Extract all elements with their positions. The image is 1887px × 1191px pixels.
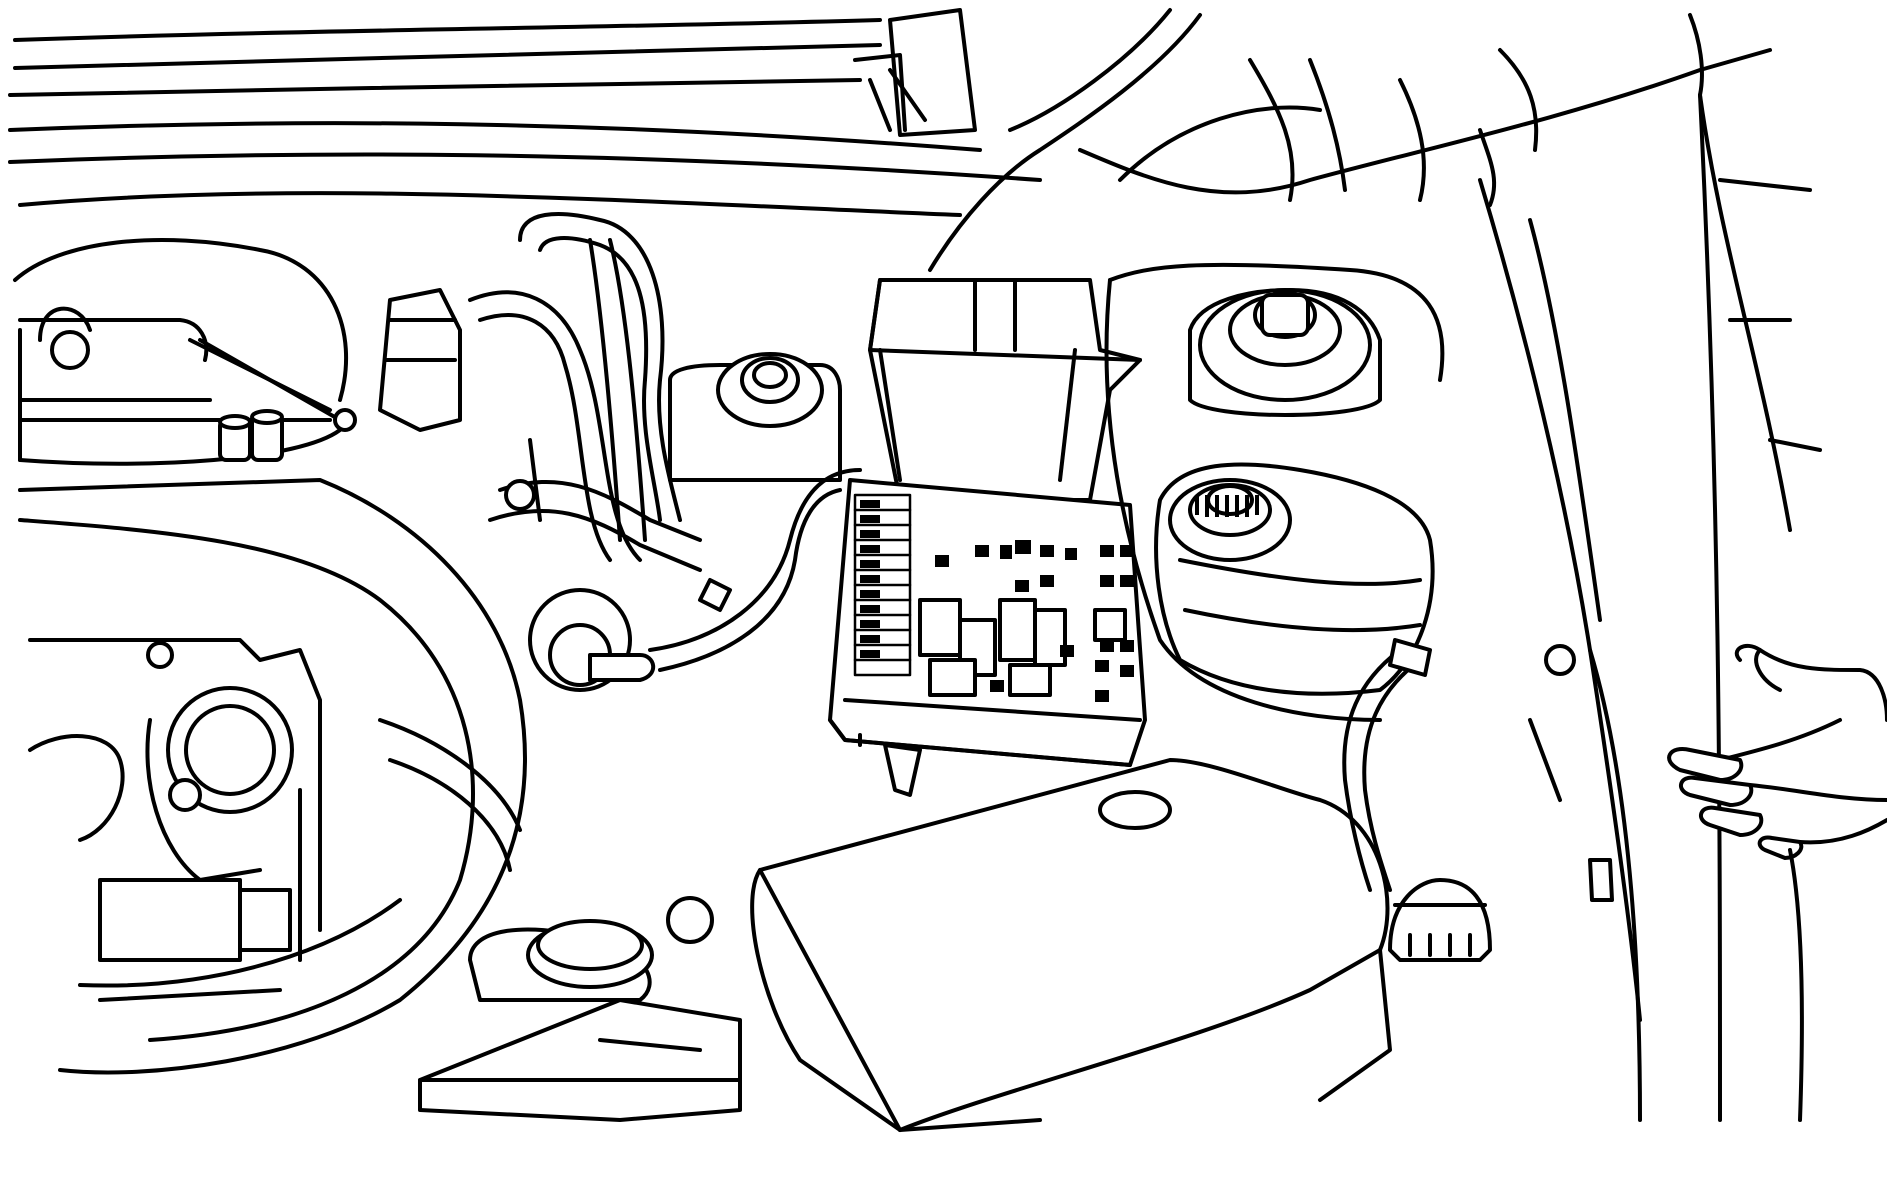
cowl-vent	[853, 8, 977, 137]
hand	[1667, 643, 1887, 1122]
small-cylinders	[218, 409, 284, 462]
coolant-reservoir	[1104, 262, 1445, 722]
vacuum-hose	[528, 468, 862, 692]
fuse-block-assembly	[828, 278, 1147, 797]
battery-cover	[750, 758, 1392, 1132]
engine-left-block	[28, 638, 322, 1002]
upper-hose	[468, 212, 682, 562]
power-steering-reservoir	[1188, 288, 1382, 417]
coolant-cap	[418, 896, 742, 1122]
hood-edge-lines	[8, 18, 1042, 217]
washer-cap	[1388, 878, 1492, 962]
harness-connector	[333, 288, 462, 432]
reservoir-hose	[1342, 638, 1432, 892]
air-intake-duct	[18, 478, 527, 1075]
left-engine-cover	[13, 238, 349, 466]
brake-lines	[488, 438, 702, 572]
brake-fluid-reservoir	[668, 352, 842, 482]
pillar-bolts	[1528, 644, 1614, 902]
fender-and-arm	[928, 8, 1822, 1122]
